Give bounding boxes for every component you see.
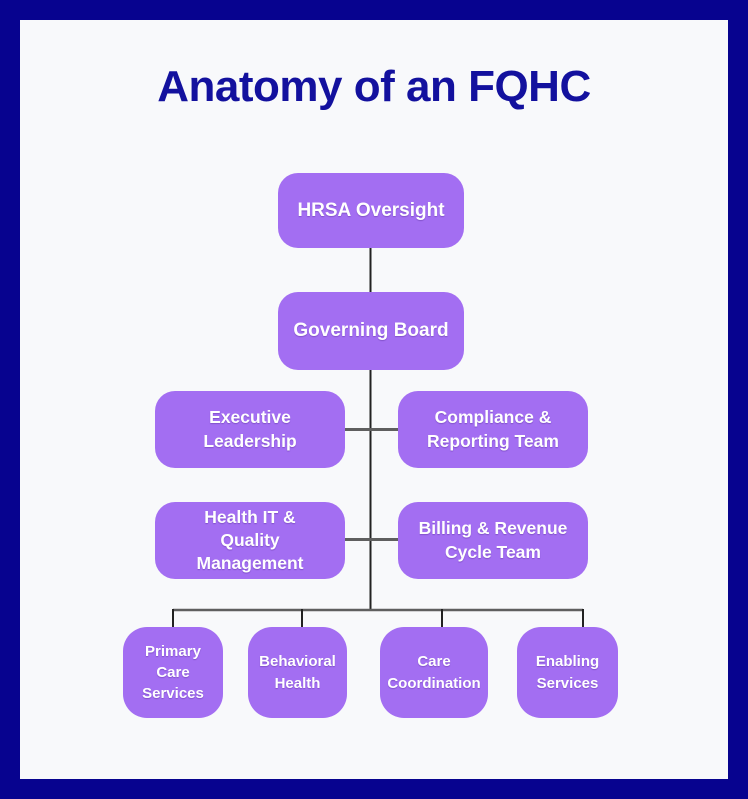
page-title: Anatomy of an FQHC [157, 62, 591, 111]
node-governing-board: Governing Board [278, 292, 464, 370]
node-label: HRSA Oversight [297, 199, 445, 221]
node-executive-leadership: Executive Leadership [155, 391, 345, 468]
node-compliance-reporting-team: Compliance & Reporting Team [398, 391, 588, 468]
node-hrsa-oversight: HRSA Oversight [278, 173, 464, 248]
node-billing-revenue-cycle-team: Billing & Revenue Cycle Team [398, 502, 588, 579]
node-care-coordination: Care Coordination [380, 627, 488, 718]
node-label: Behavioral Health [259, 653, 336, 692]
node-label: Billing & Revenue Cycle Team [418, 518, 568, 562]
node-health-it-quality-management: Health IT & Quality Management [155, 502, 345, 579]
node-primary-care-services: Primary Care Services [123, 627, 223, 718]
node-enabling-services: Enabling Services [517, 627, 618, 718]
node-label: Primary Care Services [142, 642, 204, 703]
node-label: Compliance & Reporting Team [427, 407, 559, 451]
node-label: Executive Leadership [203, 407, 297, 451]
node-label: Governing Board [293, 320, 449, 342]
node-label: Health IT & Quality Management [196, 506, 304, 574]
node-label: Enabling Services [535, 653, 600, 692]
node-behavioral-health: Behavioral Health [248, 627, 347, 718]
node-label: Care Coordination [387, 653, 481, 692]
